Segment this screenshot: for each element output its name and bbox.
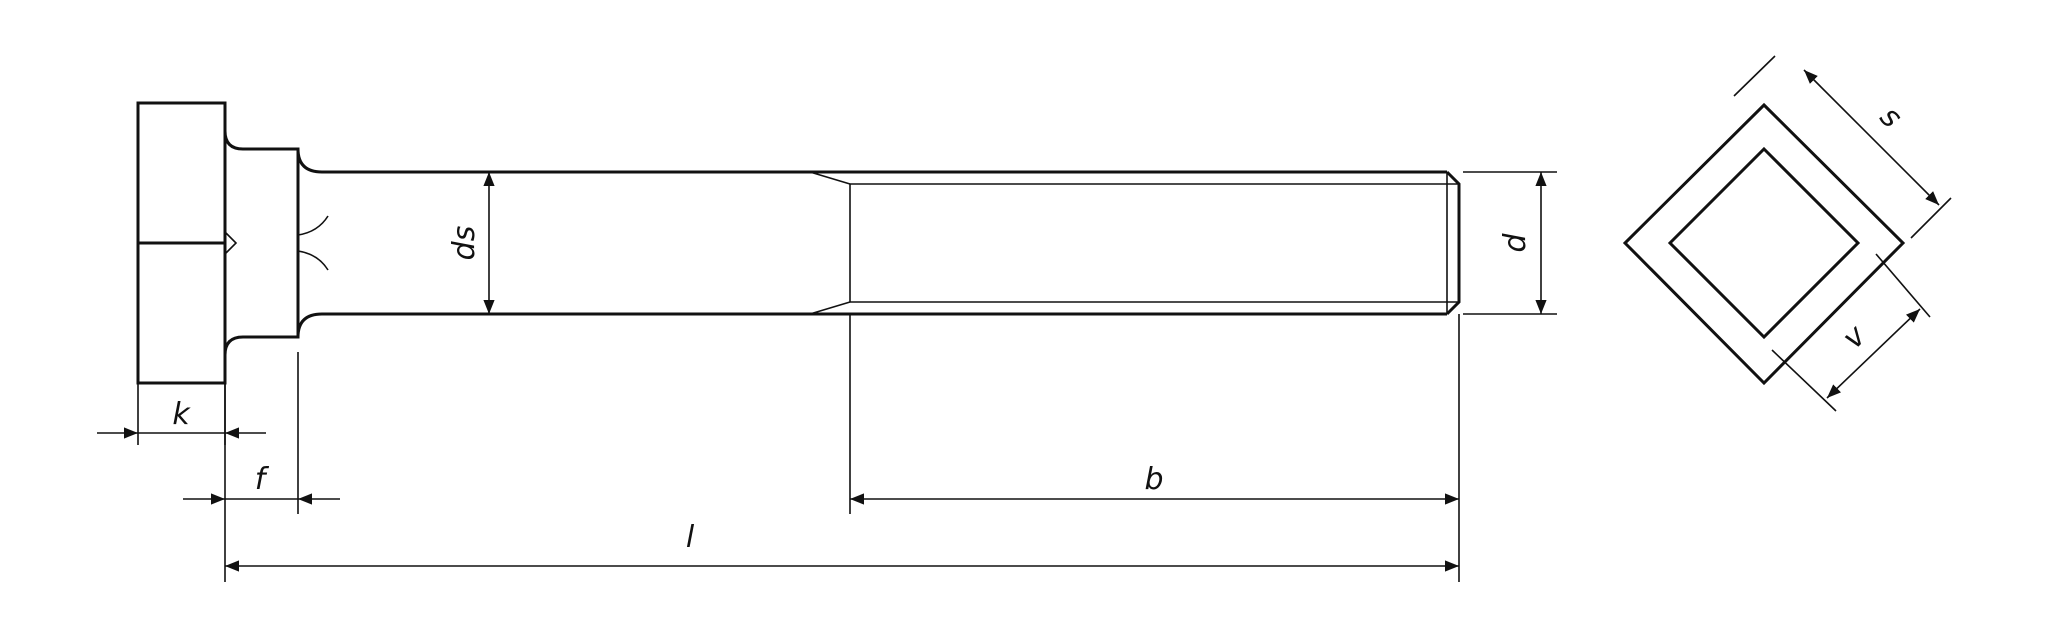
dimension-v: v: [1771, 253, 1931, 412]
neck-outline: [223, 130, 323, 356]
dimension-d: d: [1463, 171, 1557, 315]
dimension-l: l: [225, 520, 1459, 572]
label-d: d: [1498, 233, 1533, 253]
label-v: v: [1836, 318, 1874, 356]
dimension-s: s: [1733, 55, 1952, 239]
dimension-b: b: [849, 314, 1460, 582]
head-chamfer-mark: [224, 231, 238, 255]
bolt-end: [1445, 170, 1461, 316]
label-f: f: [255, 462, 270, 497]
neck-transition-arcs: [297, 215, 329, 271]
bolt-side-view: [136, 101, 1461, 385]
label-k: k: [172, 397, 191, 432]
label-ds: ds: [447, 226, 482, 261]
dimension-k: k: [97, 383, 266, 445]
label-b: b: [1144, 462, 1163, 497]
head-inner-square: [1667, 146, 1861, 340]
dimension-ds: ds: [447, 172, 495, 314]
dimension-f: f: [183, 352, 340, 582]
thread-runout: [809, 171, 851, 315]
label-l: l: [686, 520, 695, 555]
label-s: s: [1873, 99, 1909, 135]
